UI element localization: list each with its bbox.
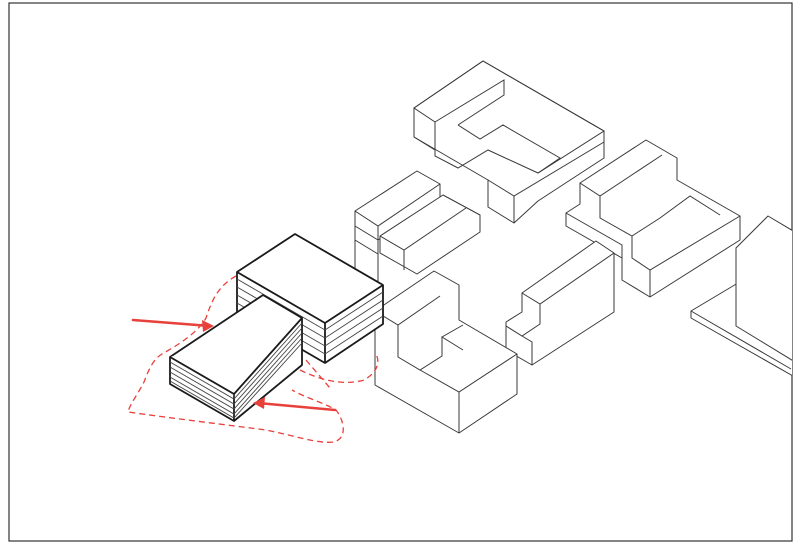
arrow-left: [131, 318, 214, 332]
arrow-right: [253, 397, 337, 412]
arrow-right-head: [253, 397, 265, 409]
context-block-u-right: [565, 139, 741, 298]
context-block-edge: [690, 215, 792, 377]
context-block-u-top: [413, 60, 605, 224]
proposed-block-front: [169, 294, 303, 422]
floor-lines-front: [169, 322, 303, 419]
arrow-left-head: [202, 320, 214, 332]
context-block-u-bottom: [374, 270, 518, 434]
context-block-stepped: [505, 240, 615, 366]
site-boundary: [127, 275, 379, 443]
context-block-bars: [354, 170, 481, 291]
